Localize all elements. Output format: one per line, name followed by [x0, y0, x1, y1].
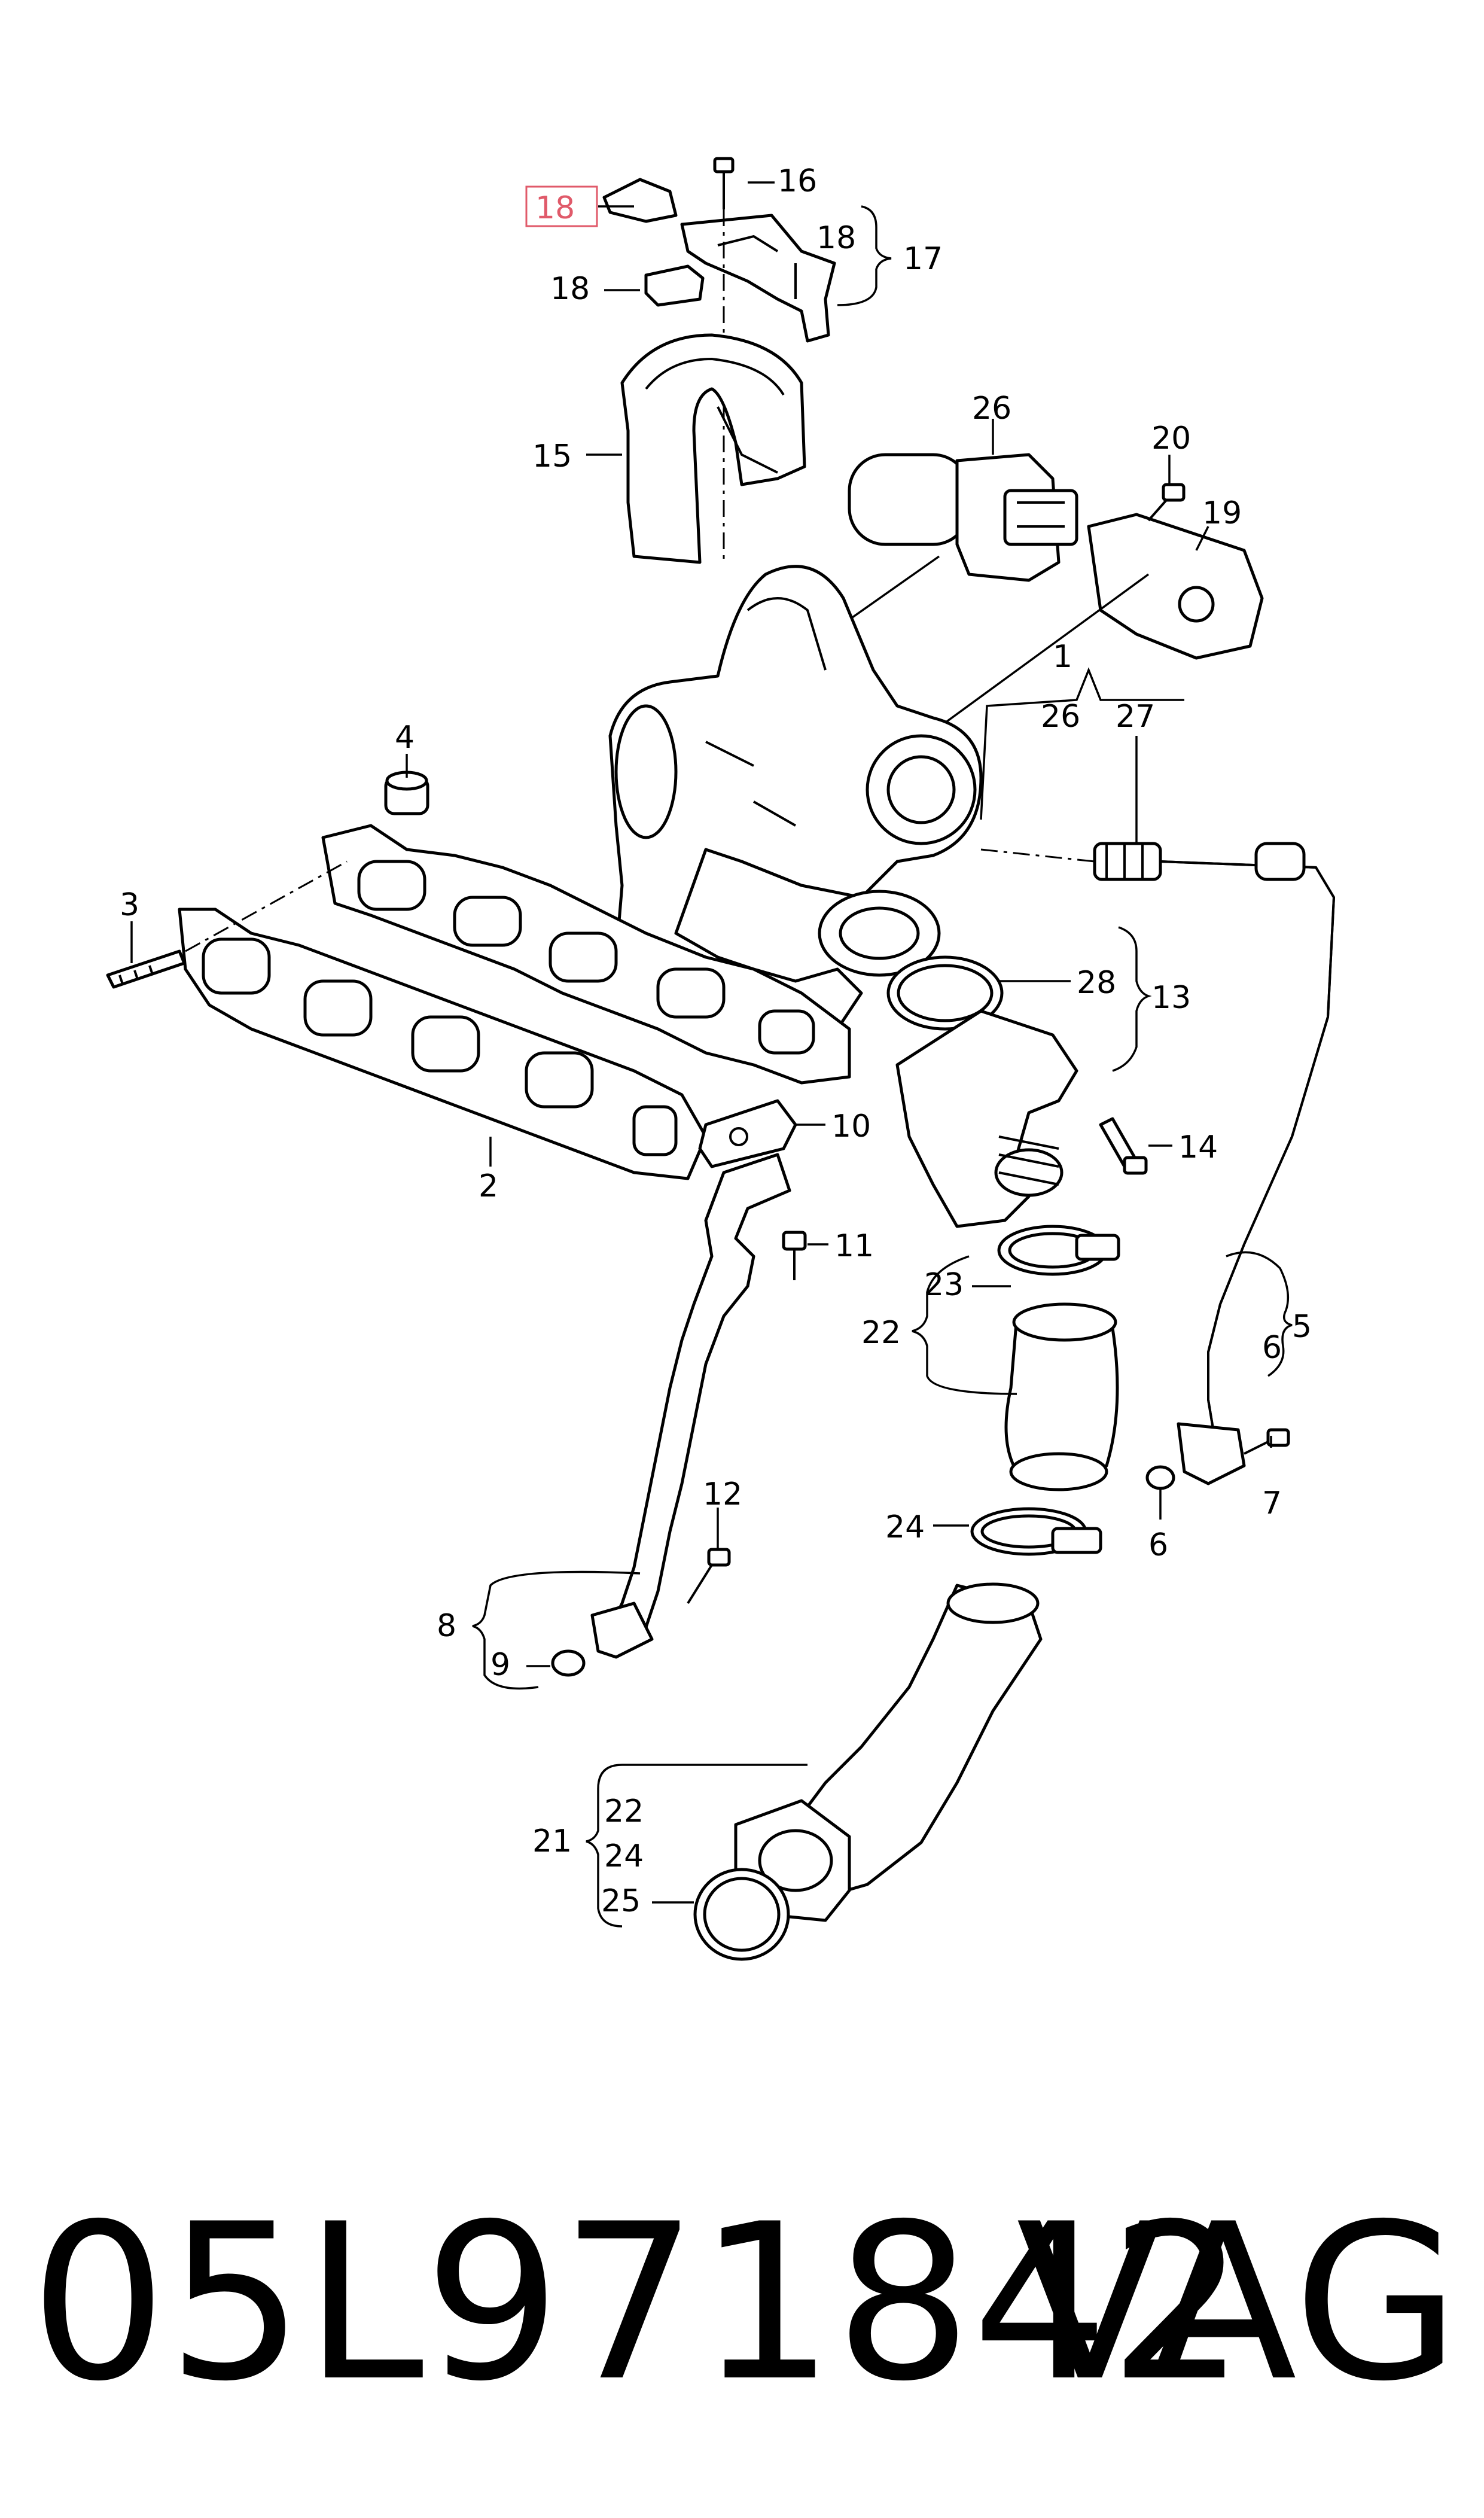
- seal-ring-28: [886, 955, 1004, 1031]
- exploded-parts-diagram: 18 16 18 17 18 15 26 20 19 1 26 27 4 3 2…: [106, 157, 1336, 1961]
- label-20: 20: [1151, 421, 1191, 456]
- seal-ring-25: [693, 1868, 790, 1961]
- heat-shield: [620, 333, 806, 564]
- label-2: 2: [479, 1168, 498, 1204]
- brace-21: [586, 1764, 807, 1928]
- brand-name: VAG: [1016, 2178, 1460, 2428]
- oil-return-line: [590, 1153, 791, 1659]
- part-number: 05L971842: [30, 2178, 1246, 2428]
- label-21: 21: [532, 1823, 572, 1859]
- label-26-actuator: 26: [972, 391, 1011, 427]
- seal-ring-9: [551, 1649, 586, 1677]
- leader-bracket-to-housing: [926, 573, 1150, 737]
- label-9: 9: [490, 1647, 510, 1683]
- label-19: 19: [1202, 495, 1242, 531]
- assembly-axis-3: [185, 860, 348, 952]
- bolt-16: [713, 157, 735, 209]
- connecting-hose: [1004, 1302, 1119, 1491]
- seal-ring-6: [1145, 1465, 1175, 1490]
- brace-8: [472, 1570, 641, 1690]
- label-18-bracket: 18: [816, 220, 856, 256]
- bolt-11: [782, 1231, 807, 1280]
- label-15: 15: [532, 439, 572, 474]
- label-1: 1: [1053, 639, 1072, 675]
- label-26-bracket: 26: [1041, 699, 1080, 735]
- exhaust-manifold-gasket: [178, 908, 708, 1180]
- stud-3: [106, 949, 186, 989]
- label-8: 8: [437, 1608, 456, 1644]
- banjo-bolt-27: [1093, 842, 1162, 881]
- label-25: 25: [601, 1883, 641, 1919]
- label-28: 28: [1077, 965, 1116, 1001]
- leader-19: [1195, 526, 1209, 551]
- exhaust-manifold-flange: [321, 824, 851, 1085]
- bracket-1: [980, 667, 1184, 820]
- brace-22: [912, 1255, 1017, 1395]
- turbocharger-exhaust-manifold: [608, 565, 983, 1079]
- footer: 05L971842 VAG: [0, 2178, 1484, 2429]
- brace-5: [1226, 1251, 1293, 1377]
- oil-supply-line: [1159, 842, 1336, 1485]
- label-11: 11: [834, 1228, 874, 1264]
- assembly-axis-27: [980, 848, 1095, 863]
- brace-13: [1112, 926, 1152, 1072]
- label-6b: 6: [1148, 1527, 1168, 1563]
- label-17: 17: [903, 241, 943, 277]
- label-16: 16: [778, 163, 817, 199]
- label-23: 23: [924, 1267, 964, 1303]
- label-14: 14: [1178, 1129, 1218, 1165]
- label-12: 12: [703, 1476, 742, 1512]
- label-4: 4: [395, 720, 415, 756]
- label-6a: 6: [1262, 1330, 1282, 1366]
- brace-17: [837, 205, 892, 306]
- label-10: 10: [831, 1109, 871, 1144]
- gasket-10: [698, 1099, 797, 1168]
- charge-air-pipe: [734, 1582, 1043, 1922]
- bolt-7: [1244, 1428, 1290, 1455]
- highlight-box: [525, 185, 598, 227]
- outlet-elbow: [895, 1009, 1078, 1228]
- label-27: 27: [1116, 699, 1155, 735]
- hose-clamp-24: [970, 1507, 1102, 1556]
- nut-4: [384, 771, 429, 815]
- heat-shield-bracket: [680, 214, 836, 343]
- label-24-sub: 24: [604, 1838, 644, 1874]
- support-bracket: [1087, 513, 1264, 660]
- bolt-14: [1099, 1117, 1148, 1175]
- bolt-20: [1147, 483, 1186, 522]
- hose-clamp-23: [997, 1225, 1120, 1276]
- label-13: 13: [1151, 980, 1191, 1016]
- label-22-sub: 22: [604, 1794, 644, 1829]
- label-5: 5: [1292, 1309, 1312, 1345]
- label-3: 3: [120, 887, 139, 923]
- label-24-clamp: 24: [885, 1509, 925, 1545]
- label-22-bracket: 22: [861, 1315, 901, 1351]
- label-18-clip: 18: [550, 271, 590, 307]
- retaining-clip-lower: [644, 264, 705, 307]
- retaining-clip-top: [602, 178, 678, 223]
- wastegate-actuator: [848, 453, 1078, 582]
- label-18-highlight: 18: [535, 190, 575, 226]
- bolt-12: [687, 1548, 731, 1604]
- label-7: 7: [1262, 1485, 1282, 1521]
